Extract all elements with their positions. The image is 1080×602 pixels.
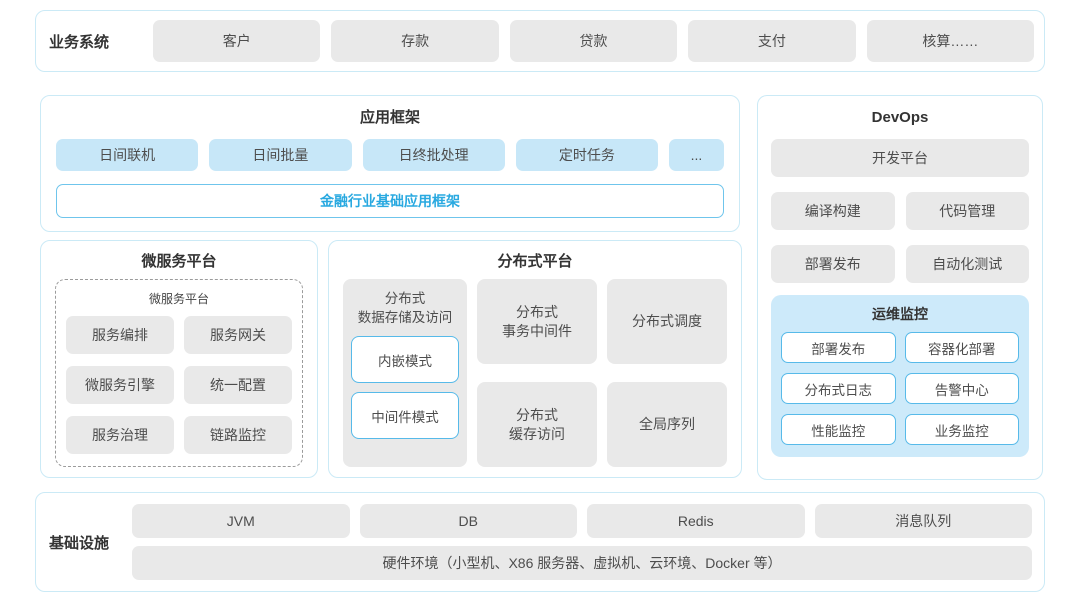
app-framework-modules: 日间联机 日间批量 日终批处理 定时任务 ... [56,139,724,171]
block-deploy-release: 部署发布 [771,245,895,283]
block-global-sequence: 全局序列 [607,382,727,467]
infrastructure-panel: 基础设施 JVM DB Redis 消息队列 硬件环境（小型机、X86 服务器、… [35,492,1045,592]
block-message-queue: 消息队列 [814,504,1032,538]
block-daytime-batch: 日间批量 [209,139,352,171]
infrastructure-items: JVM DB Redis 消息队列 [132,504,1032,538]
block-dev-platform: 开发平台 [771,139,1029,177]
infrastructure-content: JVM DB Redis 消息队列 硬件环境（小型机、X86 服务器、虚拟机、云… [132,504,1032,580]
block-hardware-environment: 硬件环境（小型机、X86 服务器、虚拟机、云环境、Docker 等） [132,546,1032,580]
block-finance-base-framework: 金融行业基础应用框架 [56,184,724,218]
block-more-modules: ... [669,139,724,171]
microservice-platform-title: 微服务平台 [141,253,217,270]
devops-panel: DevOps 开发平台 编译构建 代码管理 部署发布 自动化测试 运维监控 部署… [757,95,1043,480]
devops-title: DevOps [871,109,929,126]
block-distributed-scheduling: 分布式调度 [607,279,727,364]
ops-monitoring-title: 运维监控 [872,306,928,322]
block-alert-center: 告警中心 [904,373,1019,404]
business-systems-label: 业务系统 [49,33,110,51]
block-eod-batch: 日终批处理 [362,139,505,171]
block-distributed-log: 分布式日志 [781,373,896,404]
block-jvm: JVM [132,504,350,538]
ops-monitoring-items: 部署发布 容器化部署 分布式日志 告警中心 性能监控 业务监控 [781,332,1019,445]
block-code-management: 代码管理 [905,192,1029,230]
block-service-gateway: 服务网关 [184,316,292,354]
data-storage-access-label: 分布式 数据存储及访问 [357,291,453,325]
block-customer: 客户 [153,20,321,62]
block-ops-deploy-release: 部署发布 [781,332,896,363]
ops-monitoring-block: 运维监控 部署发布 容器化部署 分布式日志 告警中心 性能监控 业务监控 [771,295,1029,457]
block-performance-monitoring: 性能监控 [781,414,896,445]
block-automated-testing: 自动化测试 [905,245,1029,283]
microservice-platform-panel: 微服务平台 微服务平台 服务编排 服务网关 微服务引擎 统一配置 服务治理 链路… [40,240,318,478]
block-trace-monitoring: 链路监控 [184,416,292,454]
block-service-orchestration: 服务编排 [66,316,174,354]
block-containerized-deployment: 容器化部署 [904,332,1019,363]
app-framework-panel: 应用框架 日间联机 日间批量 日终批处理 定时任务 ... 金融行业基础应用框架 [40,95,740,232]
block-redis: Redis [587,504,805,538]
block-embedded-mode: 内嵌模式 [351,336,459,383]
block-microservice-engine: 微服务引擎 [66,366,174,404]
distributed-platform-panel: 分布式平台 分布式 数据存储及访问 内嵌模式 中间件模式 分布式 事务中间件 分… [328,240,742,478]
distributed-platform-grid: 分布式 数据存储及访问 内嵌模式 中间件模式 分布式 事务中间件 分布式调度 分… [343,279,727,467]
block-data-storage-access: 分布式 数据存储及访问 内嵌模式 中间件模式 [343,279,467,467]
block-loan: 贷款 [509,20,678,62]
block-deposit: 存款 [331,20,499,62]
block-service-governance: 服务治理 [66,416,174,454]
block-scheduled-task: 定时任务 [515,139,658,171]
block-distributed-cache-access: 分布式 缓存访问 [477,382,597,467]
block-accounting: 核算…… [866,20,1035,62]
microservice-items: 服务编排 服务网关 微服务引擎 统一配置 服务治理 链路监控 [66,316,292,454]
microservice-inner-title: 微服务平台 [148,292,209,306]
app-framework-title: 应用框架 [359,109,420,126]
block-daytime-online: 日间联机 [56,139,199,171]
distributed-platform-title: 分布式平台 [497,253,573,270]
block-middleware-mode: 中间件模式 [351,392,459,439]
block-payment: 支付 [688,20,856,62]
block-compile-build: 编译构建 [771,192,895,230]
block-db: DB [359,504,577,538]
business-systems-panel: 业务系统 客户 存款 贷款 支付 核算…… [35,10,1045,72]
devops-tools: 编译构建 代码管理 部署发布 自动化测试 [771,192,1029,283]
block-business-monitoring: 业务监控 [904,414,1019,445]
infrastructure-label: 基础设施 [49,534,110,552]
block-distributed-transaction-middleware: 分布式 事务中间件 [477,279,597,364]
block-unified-config: 统一配置 [184,366,292,404]
microservice-inner-box: 微服务平台 服务编排 服务网关 微服务引擎 统一配置 服务治理 链路监控 [55,279,303,467]
